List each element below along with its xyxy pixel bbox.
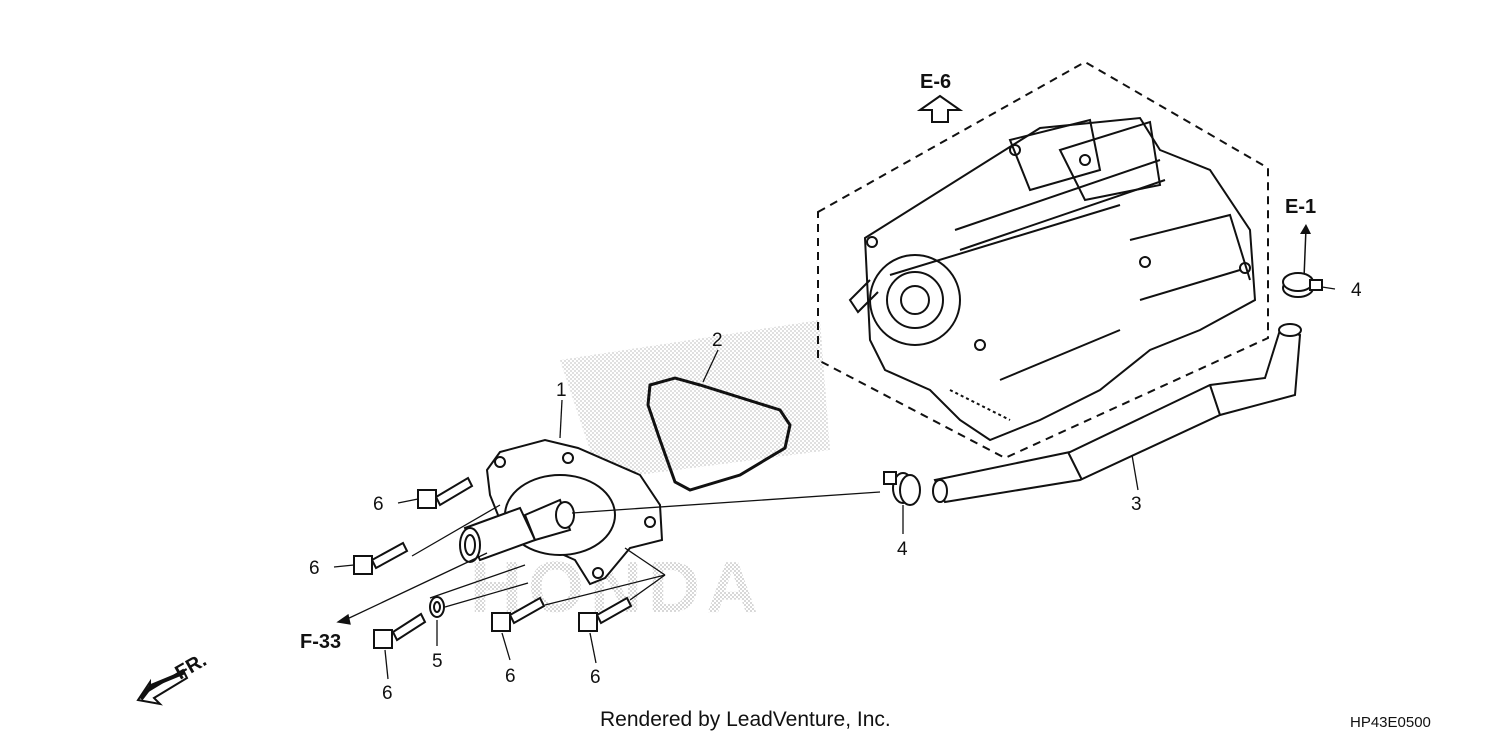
ref-label-e1: E-1 xyxy=(1285,196,1316,218)
gasket-part-2 xyxy=(646,376,792,492)
hose-clamp-part-4-top xyxy=(1282,272,1323,298)
pump-housing-ring xyxy=(869,254,961,346)
credit-text: Rendered by LeadVenture, Inc. xyxy=(600,708,891,731)
bolt-part-6-b xyxy=(353,541,409,575)
leader-lines xyxy=(333,286,1336,680)
diagram-code: HP43E0500 xyxy=(1350,714,1431,731)
callout-5: 5 xyxy=(432,651,443,672)
bolt-part-6-d xyxy=(491,596,546,632)
washer-part-5 xyxy=(429,596,445,618)
bolt-part-6-c xyxy=(373,612,427,649)
engine-case-assembly xyxy=(817,60,1269,460)
hose-clamp-part-4-mid xyxy=(883,471,921,506)
callout-4-top: 4 xyxy=(1351,280,1362,301)
callout-6-b: 6 xyxy=(309,558,320,579)
callouts: 1 2 3 4 4 5 6 6 6 6 6 xyxy=(309,280,1362,704)
callout-6-e: 6 xyxy=(590,667,601,688)
callout-6-a: 6 xyxy=(373,494,384,515)
ref-label-e6: E-6 xyxy=(920,71,951,93)
ref-label-f33: F-33 xyxy=(300,631,341,653)
water-pump-cover-part-1 xyxy=(459,438,664,586)
water-hose-part-3 xyxy=(932,323,1302,504)
up-arrow-icon xyxy=(916,94,964,123)
callout-6-c: 6 xyxy=(382,683,393,704)
callout-2: 2 xyxy=(712,330,723,351)
engine-nozzle xyxy=(848,279,879,314)
front-direction-arrow: FR. xyxy=(136,649,211,706)
callout-1: 1 xyxy=(556,380,567,401)
bolt-part-6-e xyxy=(578,596,633,632)
dashed-outline xyxy=(817,60,1269,460)
front-label: FR. xyxy=(172,649,211,684)
ref-e6: E-6 xyxy=(916,71,964,123)
bolt-part-6-a xyxy=(417,476,474,509)
callout-6-d: 6 xyxy=(505,666,516,687)
ref-e1: E-1 xyxy=(1285,196,1316,279)
callout-4-mid: 4 xyxy=(897,539,908,560)
callout-3: 3 xyxy=(1131,494,1142,515)
